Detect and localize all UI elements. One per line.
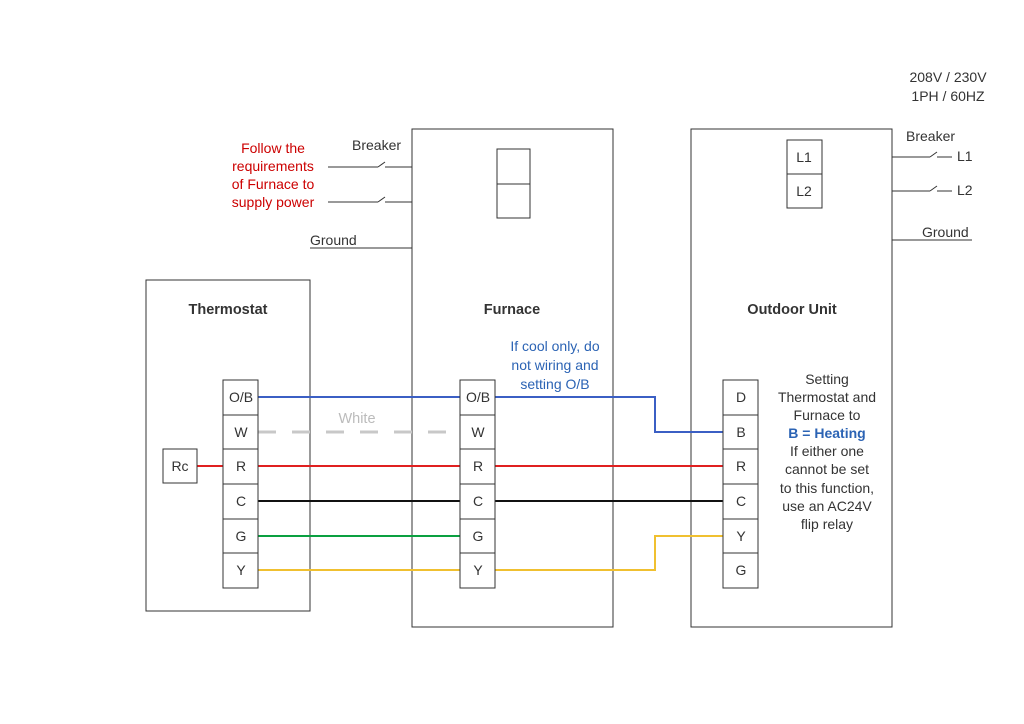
thermostat-terminal-label: C [236, 493, 246, 509]
thermostat-terminal-label: G [236, 528, 247, 544]
blue-ob-wire [258, 396, 723, 433]
thermostat-terminal [222, 552, 259, 589]
furnace-terminal [459, 448, 496, 485]
thermostat-terminal-label: Y [236, 562, 246, 578]
thermostat-terminal-label: W [234, 424, 248, 440]
setting-note-line: Furnace to [794, 407, 861, 423]
outdoor-breaker-label: Breaker [906, 128, 955, 144]
outdoor-terminal [722, 552, 759, 589]
furnace-terminal-label: W [471, 424, 485, 440]
furnace-terminal [459, 483, 496, 520]
outdoor-terminal-label: Y [736, 528, 746, 544]
furnace-power-block-top [496, 148, 531, 185]
setting-note-line: If either one [790, 443, 864, 459]
outdoor-line-label-l2: L2 [957, 182, 973, 198]
furnace-terminal-label: Y [473, 562, 483, 578]
thermostat-title: Thermostat [189, 302, 268, 318]
furnace-terminal-strip: O/B W R C G Y [459, 379, 496, 589]
furnace-terminal [459, 552, 496, 589]
outdoor-l1-terminal [786, 139, 823, 175]
thermostat-terminal [222, 448, 259, 485]
furnace-note-line-2: requirements [232, 158, 314, 174]
outdoor-unit-title: Outdoor Unit [747, 302, 837, 318]
phase-label: 1PH / 60HZ [911, 88, 985, 104]
outdoor-terminal-label: D [736, 389, 746, 405]
outdoor-terminal [722, 483, 759, 520]
cool-only-note-line-1: If cool only, do [510, 338, 599, 354]
setting-note-line: Setting [805, 371, 849, 387]
white-wire-label: White [338, 411, 375, 427]
outdoor-l1-terminal-label: L1 [796, 149, 812, 165]
furnace-note-line-1: Follow the [241, 140, 305, 156]
outdoor-terminal-strip: D B R C Y G [722, 379, 759, 589]
setting-note-line: to this function, [780, 480, 874, 496]
setting-note-line: Thermostat and [778, 389, 876, 405]
furnace-terminal-label: C [473, 493, 483, 509]
setting-note-line: flip relay [801, 516, 853, 532]
rc-terminal-label: Rc [171, 458, 188, 474]
outdoor-terminal-label: G [736, 562, 747, 578]
rc-terminal [162, 448, 198, 484]
furnace-terminal-label: G [473, 528, 484, 544]
furnace-power-note: Follow the requirements of Furnace to su… [232, 140, 315, 210]
thermostat-terminal [222, 483, 259, 520]
furnace-terminal [459, 379, 496, 416]
outdoor-terminal-label: R [736, 458, 746, 474]
yellow-y-wire [258, 535, 723, 571]
outdoor-terminal [722, 414, 759, 451]
furnace-terminal-label: O/B [466, 389, 490, 405]
furnace-ground-label: Ground [310, 232, 357, 248]
furnace-terminal [459, 518, 496, 555]
furnace-note-line-3: of Furnace to [232, 176, 315, 192]
furnace-title: Furnace [484, 302, 540, 318]
thermostat-terminal-label: R [236, 458, 246, 474]
setting-note-highlight: B = Heating [788, 425, 865, 441]
thermostat-terminal [222, 379, 259, 416]
outdoor-l2-terminal [786, 173, 823, 209]
thermostat-terminal [222, 518, 259, 555]
thermostat-terminal-label: O/B [229, 389, 253, 405]
setting-note-line: cannot be set [785, 461, 869, 477]
cool-only-note-line-3: setting O/B [520, 376, 589, 392]
voltage-label: 208V / 230V [909, 69, 987, 85]
setting-note-line: use an AC24V [782, 498, 872, 514]
thermostat-terminal-strip: O/B W R C G Y [222, 379, 259, 589]
outdoor-line-label-l1: L1 [957, 148, 973, 164]
furnace-note-line-4: supply power [232, 194, 315, 210]
outdoor-terminal [722, 379, 759, 416]
cool-only-note-line-2: not wiring and [511, 357, 598, 373]
outdoor-l2-terminal-label: L2 [796, 183, 812, 199]
setting-note: Setting Thermostat and Furnace to B = He… [778, 371, 876, 532]
furnace-breaker-label: Breaker [352, 137, 401, 153]
outdoor-terminal-label: B [736, 424, 745, 440]
cool-only-note: If cool only, do not wiring and setting … [510, 338, 599, 392]
outdoor-ground-label: Ground [922, 224, 969, 240]
outdoor-terminal [722, 518, 759, 555]
outdoor-terminal [722, 448, 759, 485]
furnace-power-block-bottom [496, 183, 531, 219]
furnace-terminal [459, 414, 496, 451]
outdoor-terminal-label: C [736, 493, 746, 509]
furnace-terminal-label: R [473, 458, 483, 474]
